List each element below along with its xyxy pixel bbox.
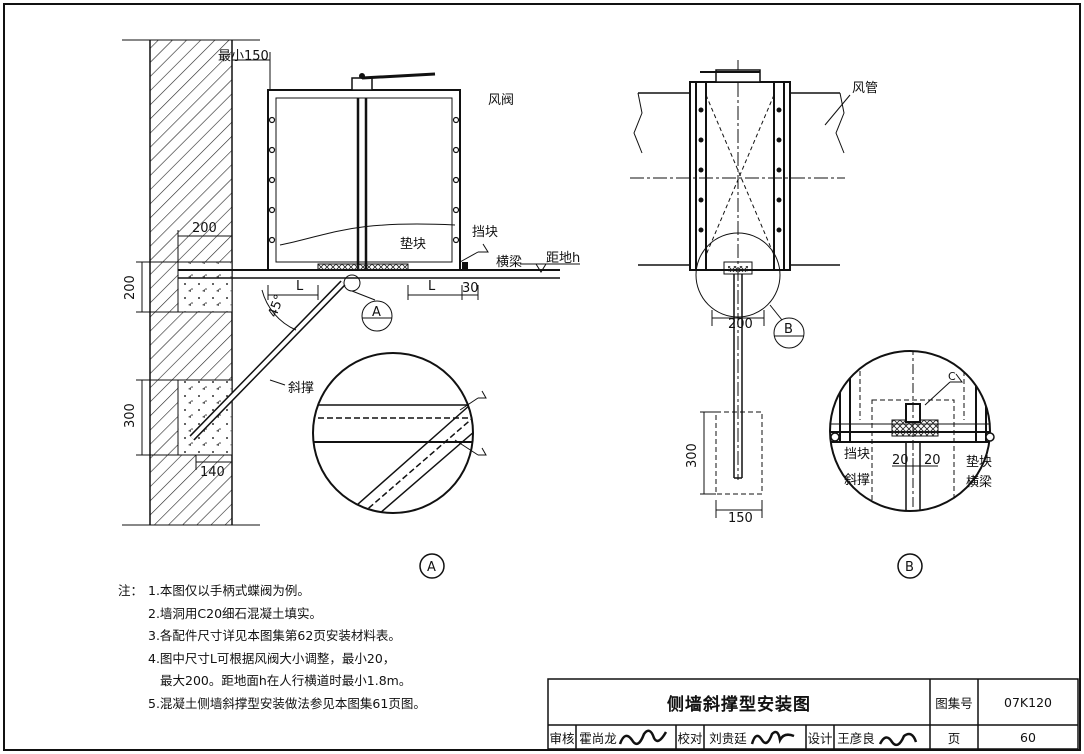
atlas-number: 07K120 — [1004, 694, 1052, 710]
label-dim200-mid: 200 — [728, 317, 753, 332]
review-name: 霍尚龙 — [579, 730, 617, 746]
label-dianquai: 垫块 — [400, 236, 426, 252]
note-item: 5.混凝土侧墙斜撑型安装做法参见本图集61页图。 — [148, 695, 426, 711]
label-judih: 距地h — [546, 251, 580, 266]
label-dim150: 150 — [728, 511, 753, 526]
label-detail-b: B — [905, 560, 914, 575]
title-block: 侧墙斜撑型安装图 图集号 07K120 审核 霍尚龙 校对 刘贵廷 设计 王彦良… — [548, 679, 1078, 749]
label-angle45: 45° — [266, 293, 288, 320]
label-dim200-top: 200 — [192, 221, 217, 236]
note-item: 2.墙洞用C20细石混凝土填实。 — [148, 605, 323, 621]
note-item: 1.本图仅以手柄式蝶阀为例。 — [148, 583, 310, 598]
detail-ref-b — [773, 317, 805, 349]
page-label: 页 — [947, 730, 961, 746]
label-L-left: L — [296, 279, 304, 294]
label-dangkuai: 挡块 — [472, 225, 498, 240]
right-footing — [715, 411, 763, 495]
page-number: 60 — [1020, 729, 1036, 745]
design-label: 设计 — [807, 730, 833, 746]
label-ref-a: A — [372, 305, 381, 320]
label-L-right: L — [428, 279, 436, 294]
label-hengliang: 横梁 — [496, 255, 522, 270]
label-detailb-xiecheng: 斜撑 — [844, 473, 870, 488]
detail-ref-a — [361, 300, 393, 332]
label-dim140: 140 — [200, 465, 225, 480]
label-detailb-20b: 20 — [924, 453, 941, 468]
right-elevation — [630, 60, 851, 518]
check-label: 校对 — [677, 730, 703, 746]
damper-handle — [351, 77, 373, 91]
label-weld-c: C — [948, 370, 956, 383]
left-elevation — [122, 39, 580, 526]
label-detailb-dangkuai: 挡块 — [844, 447, 870, 462]
label-fengguan: 风管 — [852, 81, 878, 96]
pad-block — [317, 263, 409, 271]
title-block-lines — [547, 678, 1079, 750]
atlas-label: 图集号 — [935, 695, 973, 711]
notes-prefix: 注： — [118, 583, 144, 598]
detail-b — [829, 350, 995, 579]
signature-checker — [750, 730, 795, 745]
label-fengfa: 风阀 — [488, 93, 514, 108]
damper-frame — [267, 89, 461, 271]
label-detailb-dianquai: 垫块 — [966, 454, 992, 470]
signature-reviewer — [618, 729, 668, 746]
label-detail-a: A — [427, 560, 436, 575]
label-ref-b: B — [784, 322, 793, 337]
label-dim300-right: 300 — [685, 443, 700, 468]
note-item: 4.图中尺寸L可根据风阀大小调整，最小20， — [148, 650, 396, 666]
sheet-border — [3, 3, 1081, 751]
check-name: 刘贵廷 — [709, 730, 747, 746]
detail-a — [312, 352, 487, 579]
label-dim300-left: 300 — [123, 403, 138, 428]
notes-block: 注： 1.本图仅以手柄式蝶阀为例。 2.墙洞用C20细石混凝土填实。 3.各配件尺… — [118, 580, 426, 715]
signature-designer — [878, 732, 918, 747]
note-item: 3.各配件尺寸详见本图集第62页安装材料表。 — [148, 628, 401, 643]
label-dim30: 30 — [462, 281, 479, 296]
label-min150: 最小150 — [218, 49, 269, 64]
note-item-continuation: 最大200。距地面h在人行横道时最小1.8m。 — [160, 673, 412, 688]
design-name: 王彦良 — [837, 730, 875, 746]
review-label: 审核 — [549, 730, 575, 746]
label-dim200-vert: 200 — [123, 275, 138, 300]
label-detailb-20a: 20 — [892, 453, 909, 468]
label-xiecheng: 斜撑 — [288, 381, 314, 396]
drawing-title: 侧墙斜撑型安装图 — [667, 694, 811, 715]
label-detailb-hengliang: 横梁 — [966, 475, 992, 490]
